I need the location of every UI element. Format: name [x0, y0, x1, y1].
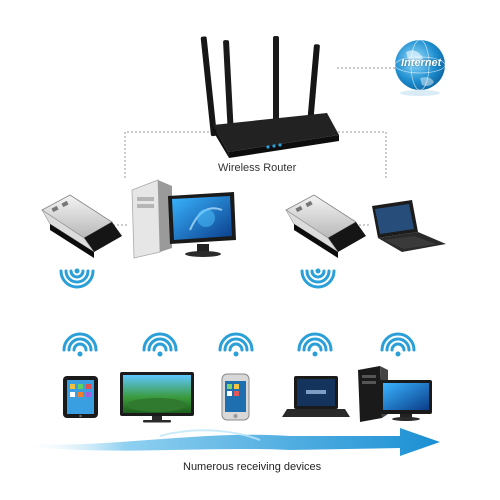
internet-globe-icon	[394, 39, 446, 96]
laptop-icon	[372, 200, 446, 252]
internet-label: Internet	[401, 57, 442, 69]
wifi-signal-icon-adapter-right	[300, 268, 336, 289]
direction-arrow-icon	[20, 428, 440, 456]
laptop-icon-bottom	[282, 376, 350, 417]
wireless-router-icon	[200, 36, 339, 158]
desktop-computer-icon-bottom	[358, 366, 432, 422]
line-router-to-desktop	[124, 131, 221, 180]
line-router-to-laptop	[318, 131, 387, 180]
tablet-icon	[63, 376, 98, 418]
desktop-computer-icon	[131, 179, 236, 259]
wifi-signal-row	[62, 332, 416, 357]
wifi-signal-icon-phone	[218, 332, 254, 357]
connection-lines	[113, 67, 395, 226]
wifi-signal-icon-tv	[142, 332, 178, 357]
smartphone-icon	[221, 373, 250, 421]
wifi-signal-icon-tablet	[62, 332, 98, 357]
wifi-signal-icon-adapter-left	[59, 268, 95, 289]
wifi-signal-icon-laptop	[297, 332, 333, 357]
tv-icon	[120, 372, 194, 423]
usb-wifi-adapter-icon	[41, 194, 122, 258]
wifi-signal-icon-desktop	[380, 332, 416, 357]
usb-wifi-adapter-icon-right	[285, 194, 366, 258]
wireless-router-label: Wireless Router	[218, 162, 297, 174]
receiving-devices-label: Numerous receiving devices	[183, 461, 322, 473]
